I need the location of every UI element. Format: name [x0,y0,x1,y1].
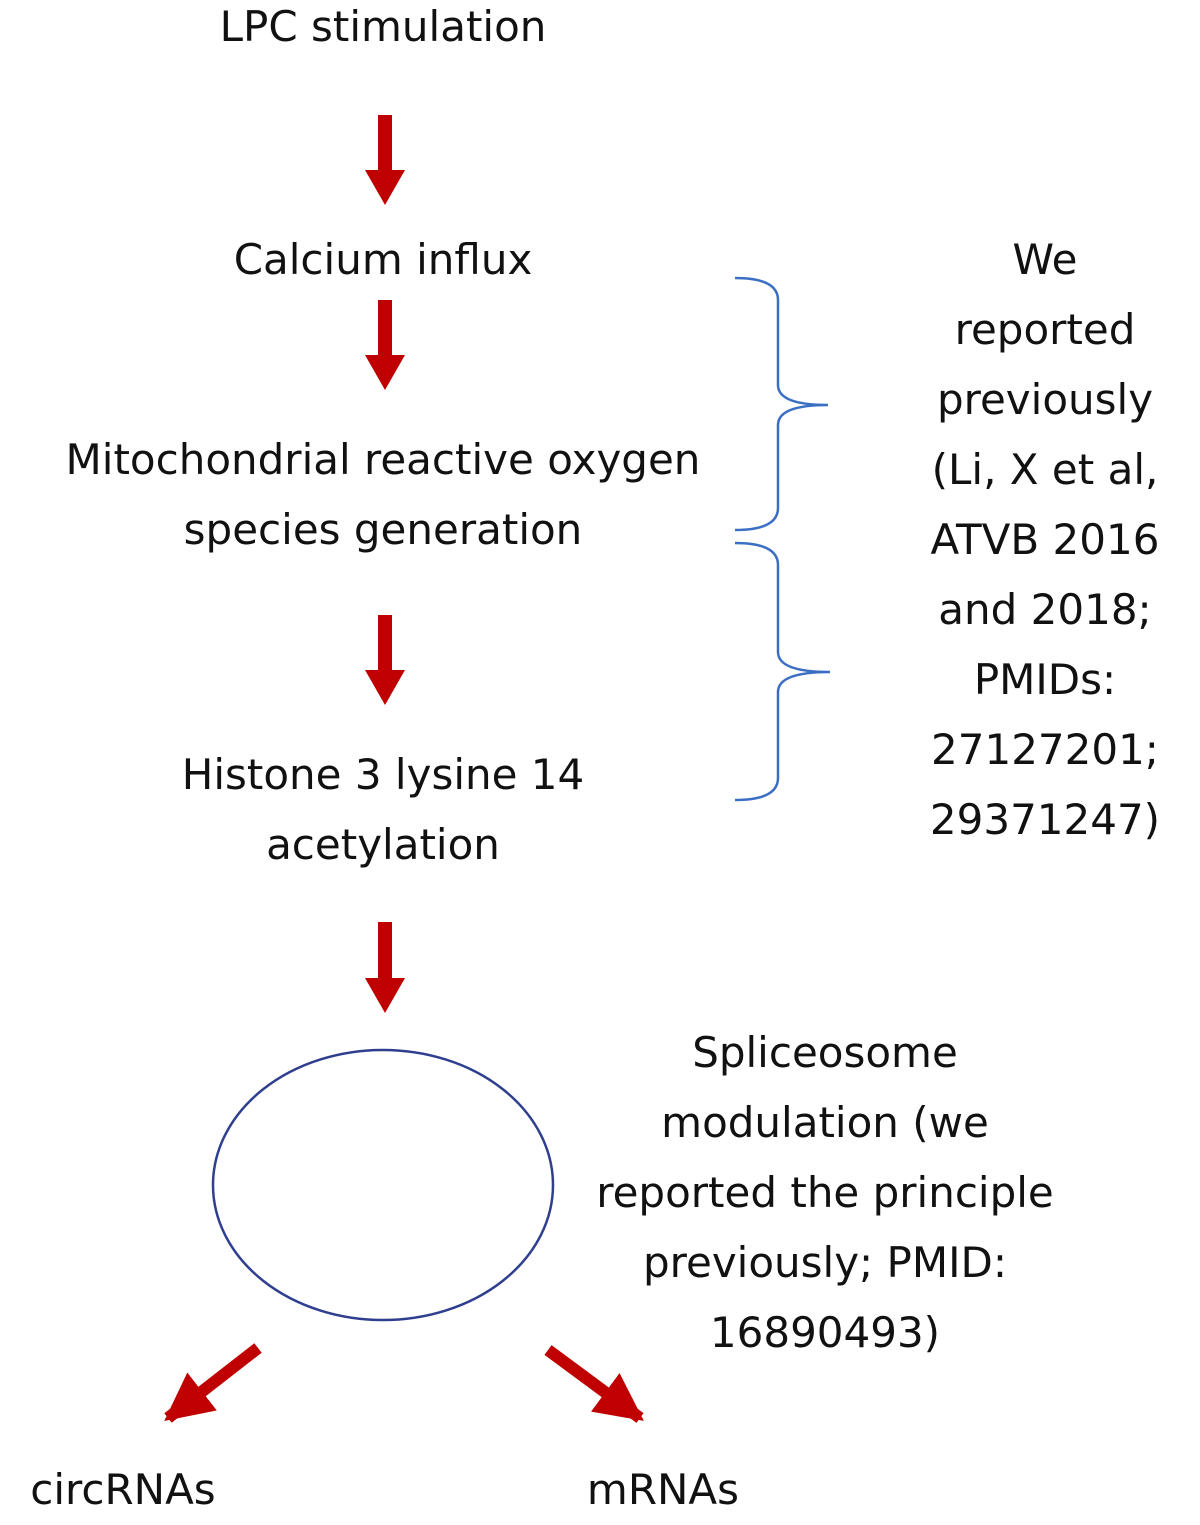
arrow-histone-to-spliceosome [365,922,405,1013]
arrow-calcium-to-mito [365,300,405,390]
bracket-lower [734,541,831,802]
note-spliceosome-modulation: Spliceosome modulation (we reported the … [596,1028,1054,1357]
step-mitochondrial-ros: Mitochondrial reactive oxygen species ge… [65,435,701,554]
arrow-mito-to-histone [365,615,405,705]
arrow-lpc-to-calcium [365,115,405,205]
arrow-to-mrnas [544,1345,644,1423]
output-circrnas: circRNAs [30,1465,216,1514]
bracket-upper [734,276,829,532]
step-lpc-stimulation: LPC stimulation [219,2,547,51]
note-reported-previously: We reported previously (Li, X et al, ATV… [929,235,1161,844]
output-mrnas: mRNAs [586,1465,740,1514]
spliceosome-ellipse [211,1048,555,1322]
step-histone-acetylation: Histone 3 lysine 14 acetylation [181,750,585,869]
step-calcium-influx: Calcium influx [233,235,533,284]
arrow-to-circrnas [164,1343,262,1423]
